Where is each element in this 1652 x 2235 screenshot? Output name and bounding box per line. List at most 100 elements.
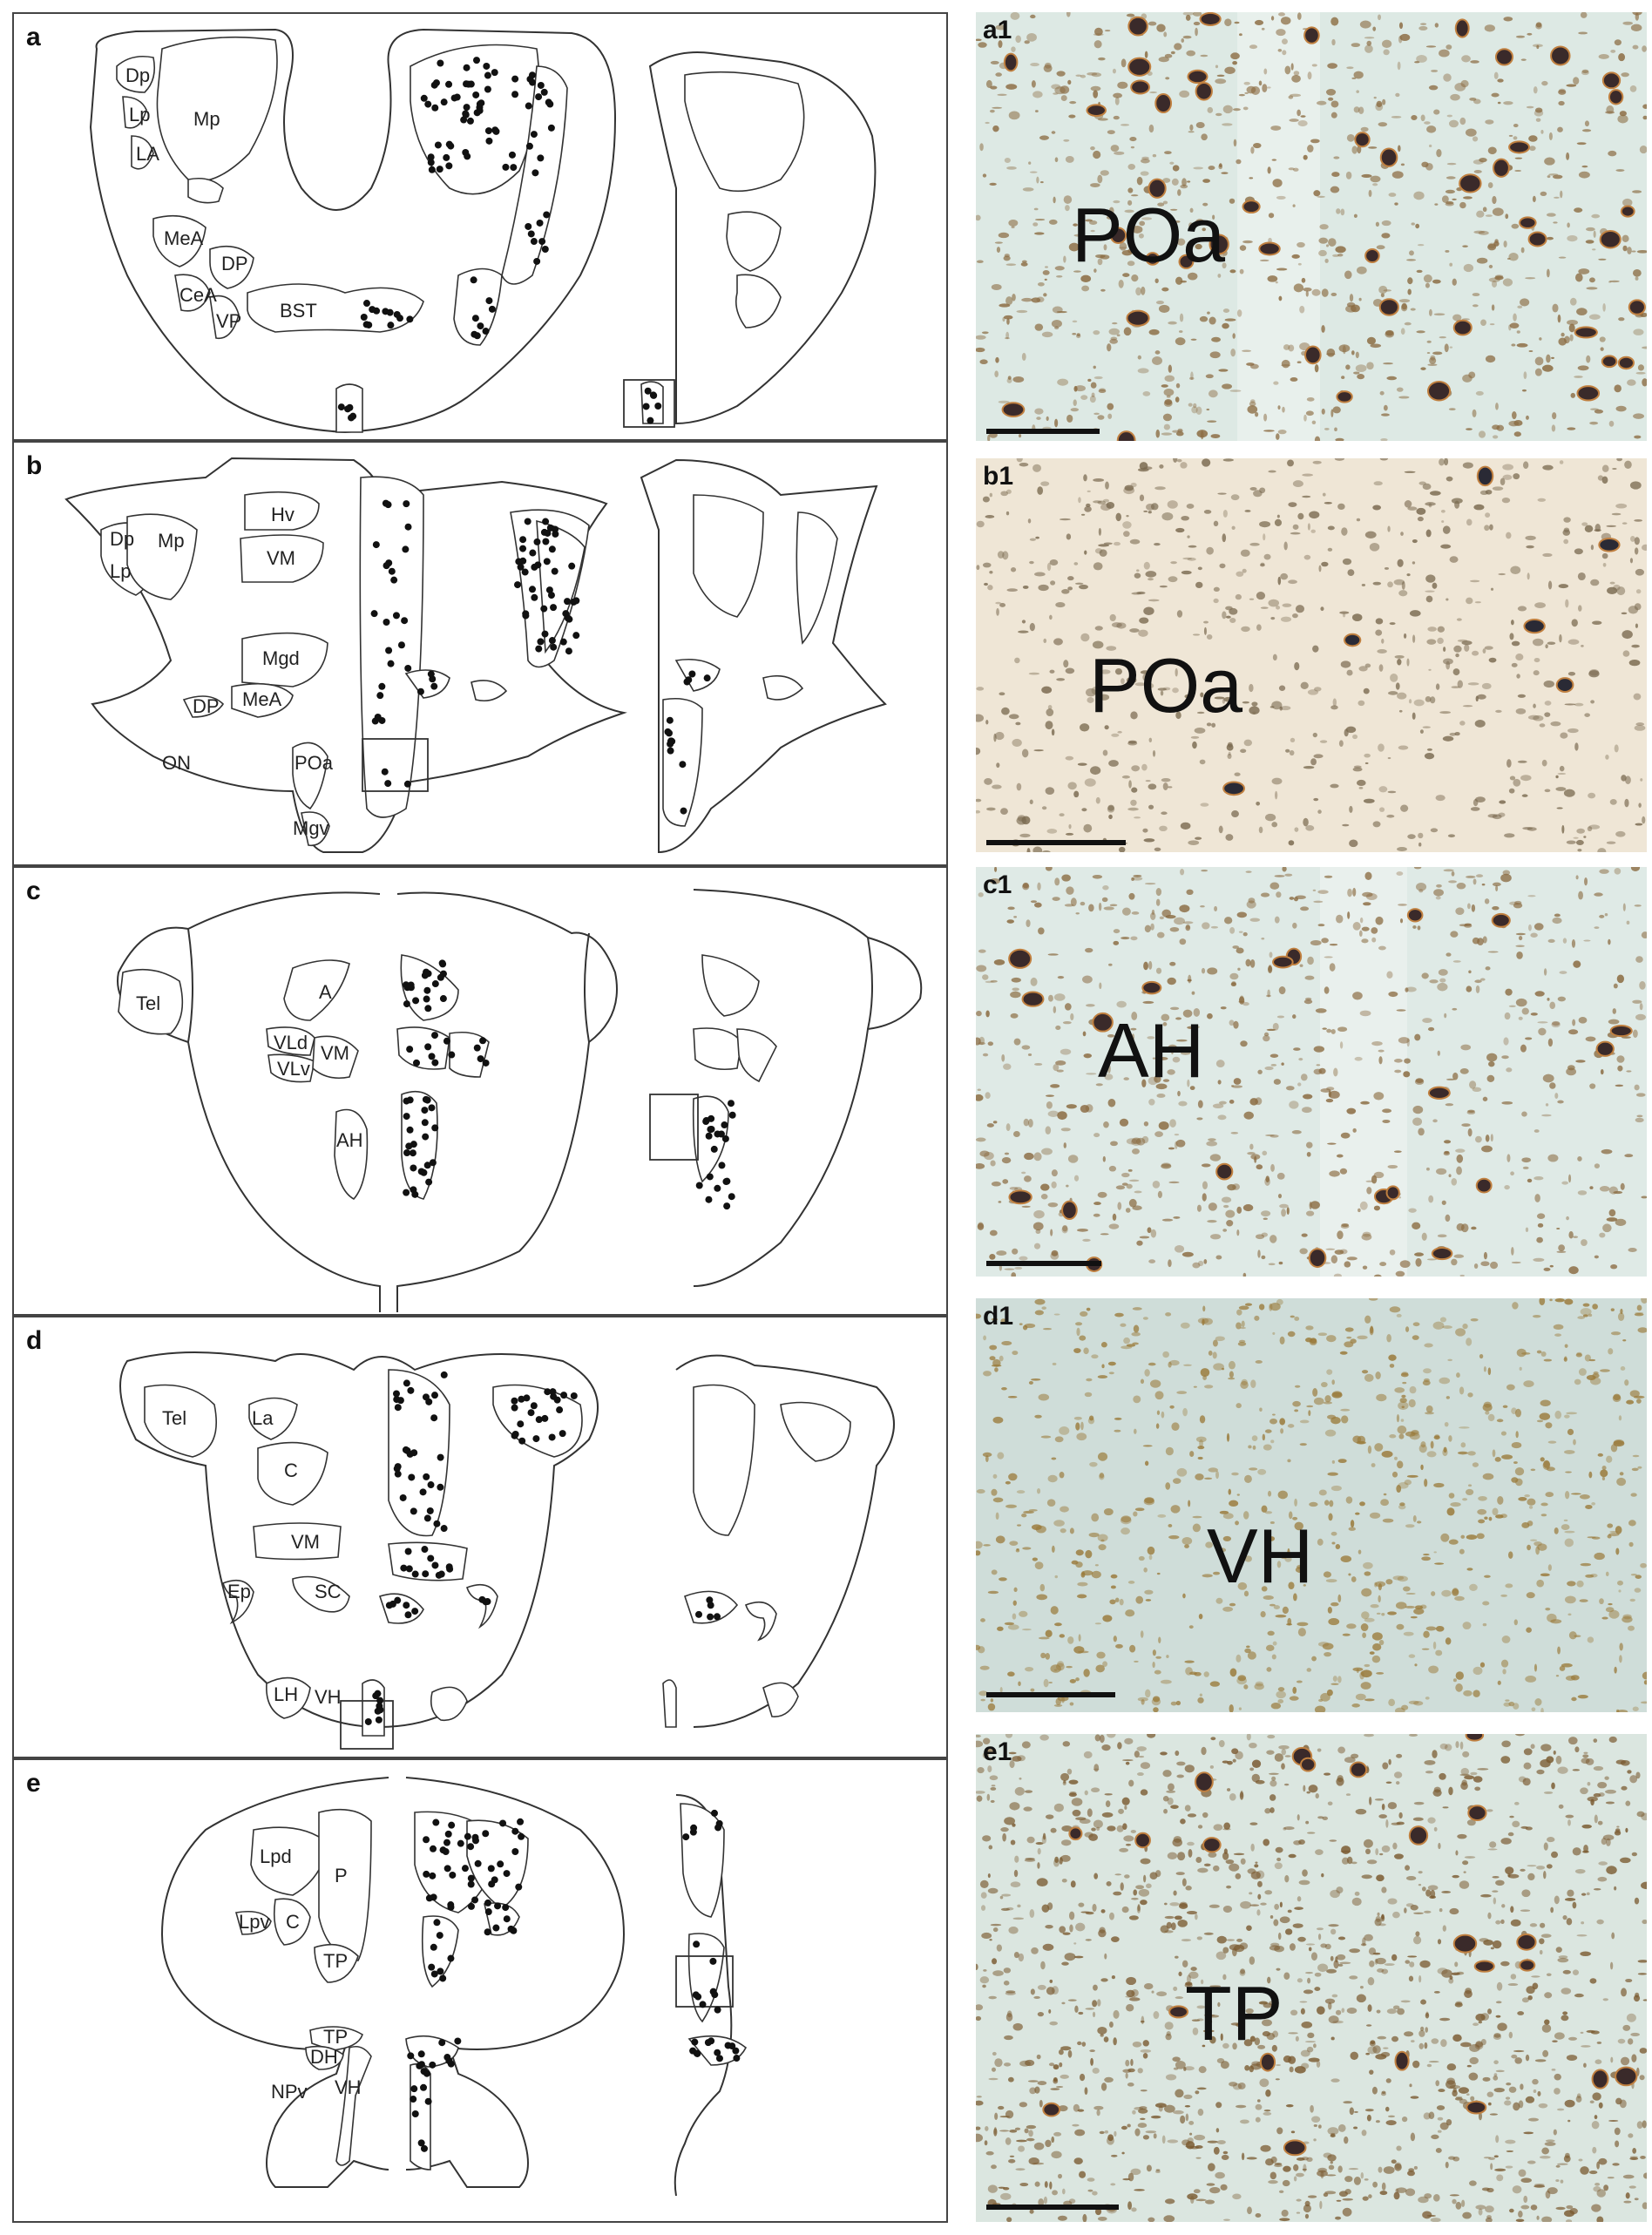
labeled-neuron-dot — [431, 980, 439, 988]
labeled-neuron-dot — [386, 308, 394, 316]
labeled-neuron-dot — [549, 1388, 557, 1396]
labeled-neuron-dot — [437, 1483, 444, 1491]
labeled-neuron-dot — [565, 615, 573, 623]
labeled-neuron-dot — [410, 2096, 417, 2103]
labeled-neuron-dot — [502, 1904, 510, 1912]
labeled-neuron-dot — [710, 1145, 718, 1153]
scale-bar — [986, 1692, 1115, 1697]
label-mgd: Mgd — [262, 647, 300, 669]
labeled-neuron-dot — [666, 716, 674, 724]
labeled-neuron-dot — [374, 1707, 382, 1715]
labeled-neuron-dot — [460, 116, 468, 124]
labeled-neuron-dot — [454, 2037, 462, 2045]
labeled-neuron-dot — [450, 94, 458, 102]
labeled-neuron-dot — [721, 1134, 729, 1142]
labeled-neuron-dot — [440, 1525, 448, 1533]
labeled-neuron-dot — [689, 1828, 697, 1836]
labeled-neuron-dot — [488, 305, 496, 313]
labeled-neuron-dot — [428, 166, 436, 173]
labeled-neuron-dot — [434, 141, 442, 149]
panel-e-diagram: Lpd P Lpv C TP TP DH NPv VH — [160, 1777, 748, 2197]
label-dp2: DP — [221, 253, 248, 274]
labeled-neuron-dot — [548, 637, 556, 645]
labeled-neuron-dot — [449, 1871, 457, 1879]
labeled-neuron-dot — [654, 403, 662, 410]
label-lp: Lp — [110, 560, 131, 582]
labeled-neuron-dot — [565, 647, 572, 655]
labeled-neuron-dot — [542, 518, 550, 525]
labeled-neuron-dot — [479, 1037, 487, 1045]
labeled-neuron-dot — [492, 1924, 500, 1932]
labeled-neuron-dot — [437, 59, 444, 67]
label-c: C — [284, 1460, 298, 1481]
region-dp — [116, 55, 156, 93]
labeled-neuron-dot — [572, 597, 580, 605]
labeled-neuron-dot — [436, 1932, 443, 1940]
labeled-neuron-dot — [471, 1833, 479, 1841]
labeled-neuron-dot — [727, 1100, 735, 1107]
labeled-neuron-dot — [411, 1190, 419, 1198]
labeled-neuron-dot — [503, 1870, 511, 1878]
labeled-neuron-dot — [433, 1520, 441, 1527]
labeled-neuron-dot — [477, 322, 484, 330]
labeled-neuron-dot — [515, 1883, 523, 1891]
labeled-neuron-dot — [540, 605, 548, 613]
labeled-neuron-dot — [702, 1116, 710, 1124]
labeled-neuron-dot — [511, 1827, 519, 1835]
labeled-neuron-dot — [525, 222, 532, 230]
photo-region-label: VH — [1207, 1513, 1314, 1599]
labeled-neuron-dot — [552, 525, 559, 533]
label-ep: Ep — [227, 1581, 251, 1602]
labeled-neuron-dot — [527, 230, 535, 238]
labeled-neuron-dot — [364, 1717, 372, 1725]
label-on: ON — [162, 752, 191, 774]
labeled-neuron-dot — [483, 62, 491, 70]
labeled-neuron-dot — [423, 986, 431, 994]
labeled-neuron-dot — [693, 1940, 701, 1948]
labeled-neuron-dot — [499, 1819, 507, 1827]
panel-d-diagram: Tel La C VM Ep SC LH VH — [119, 1351, 895, 1750]
labeled-neuron-dot — [378, 682, 386, 690]
labeled-neuron-dot — [708, 2037, 715, 2045]
labeled-neuron-dot — [470, 276, 477, 284]
labeled-neuron-dot — [427, 1481, 435, 1489]
labeled-neuron-dot — [564, 598, 572, 606]
labeled-neuron-dot — [439, 960, 447, 968]
labeled-neuron-dot — [420, 1168, 428, 1176]
labeled-neuron-dot — [411, 1570, 419, 1578]
labeled-neuron-dot — [491, 126, 499, 134]
labeled-neuron-dot — [437, 1967, 444, 1975]
labeled-neuron-dot — [399, 1493, 407, 1501]
labeled-neuron-dot — [507, 1925, 515, 1933]
labeled-neuron-dot — [476, 106, 484, 114]
labeled-neuron-dot — [547, 124, 555, 132]
labeled-neuron-dot — [522, 610, 530, 618]
labeled-neuron-dot — [430, 682, 438, 690]
labeled-neuron-dot — [402, 545, 410, 553]
labeled-neuron-dot — [383, 562, 390, 570]
label-vh: VH — [335, 2076, 362, 2098]
labeled-neuron-dot — [388, 567, 396, 575]
photo-a1: a1 POa — [976, 12, 1647, 441]
labeled-neuron-dot — [502, 163, 510, 171]
photo-b1: b1 POa — [976, 458, 1647, 852]
labeled-neuron-dot — [534, 561, 542, 569]
labeled-neuron-dot — [508, 151, 516, 159]
labeled-neuron-dot — [517, 1818, 525, 1825]
labeled-neuron-dot — [484, 71, 491, 79]
labeled-neuron-dot — [491, 69, 498, 77]
labeled-neuron-dot — [445, 1563, 453, 1571]
labeled-neuron-dot — [422, 1570, 430, 1578]
labeled-neuron-dot — [511, 75, 519, 83]
labeled-neuron-dot — [407, 1386, 415, 1394]
labeled-neuron-dot — [553, 1396, 561, 1404]
labeled-neuron-dot — [384, 501, 392, 509]
labeled-neuron-dot — [485, 137, 493, 145]
labeled-neuron-dot — [404, 1611, 412, 1619]
labeled-neuron-dot — [511, 91, 519, 98]
labeled-neuron-dot — [387, 660, 395, 667]
region-lp — [122, 96, 147, 129]
labeled-neuron-dot — [718, 1162, 726, 1169]
labeled-neuron-dot — [484, 1899, 491, 1907]
labeled-neuron-dot — [523, 1394, 531, 1402]
